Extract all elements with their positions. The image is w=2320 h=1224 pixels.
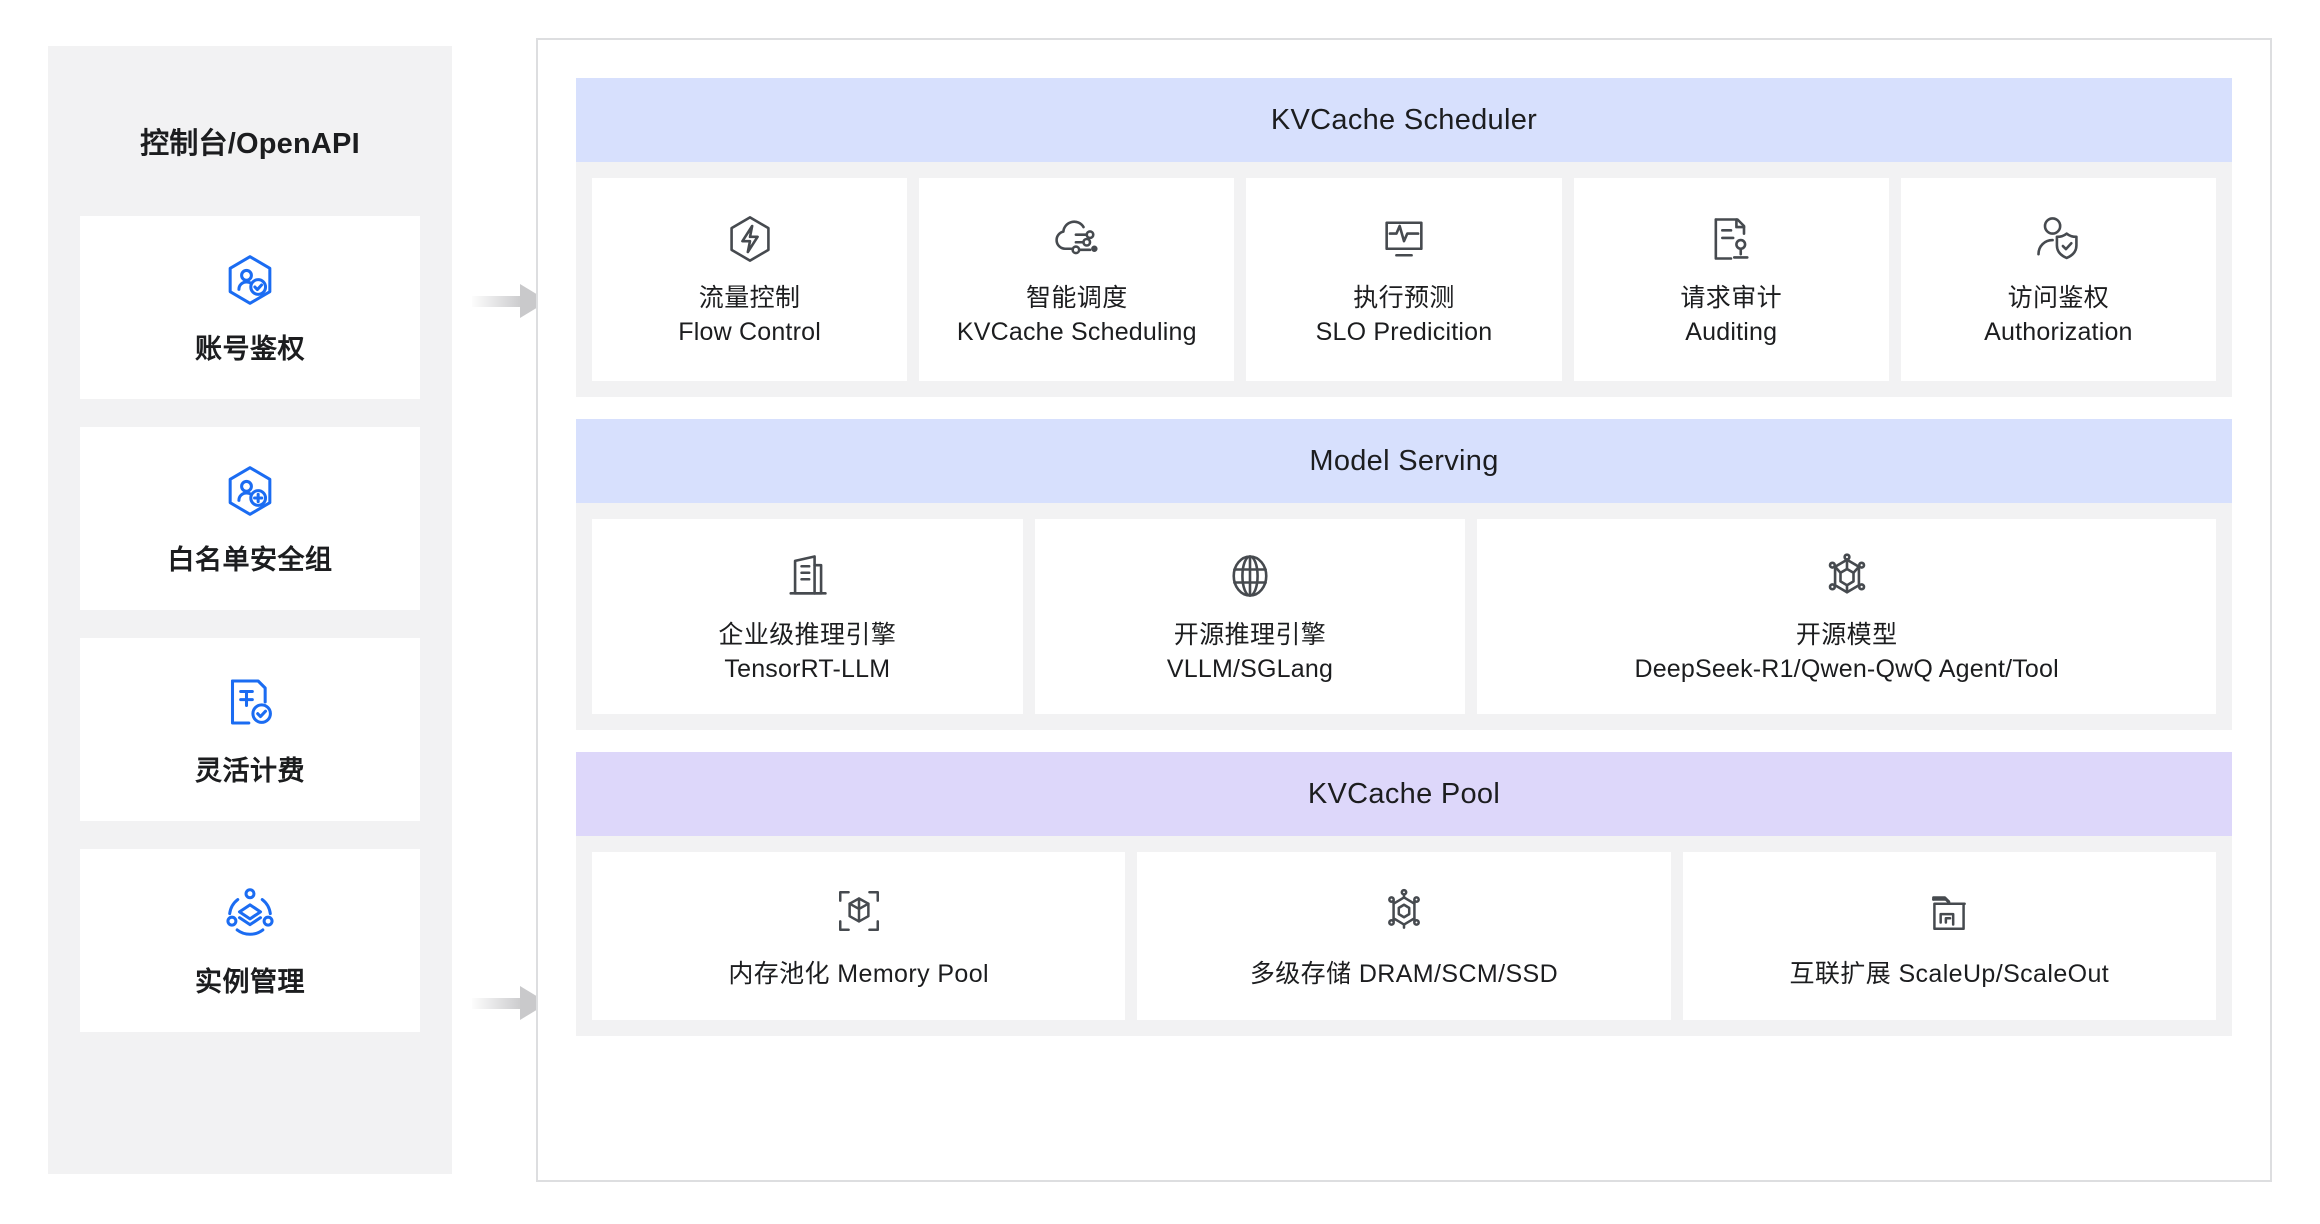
user-check-hexagon-icon <box>222 249 278 311</box>
building-icon <box>781 547 833 605</box>
console-sidebar: 控制台/OpenAPI 账号鉴权 <box>48 46 452 1174</box>
feature-card-enterprise-inference-engine[interactable]: 企业级推理引擎 TensorRT-LLM <box>592 519 1023 714</box>
feature-card-open-source-inference-engine[interactable]: 开源推理引擎 VLLM/SGLang <box>1034 519 1466 714</box>
feature-card-label-cn: 流量控制 <box>698 283 801 312</box>
monitor-pulse-icon <box>1378 210 1430 268</box>
feature-card-kvcache-scheduling[interactable]: 智能调度 KVCache Scheduling <box>919 178 1235 381</box>
feature-card-label-cn: 开源模型 <box>1795 620 1898 649</box>
globe-icon <box>1224 547 1276 605</box>
section-body-kvcache-pool: 内存池化 Memory Pool <box>576 836 2232 1036</box>
feature-card-flow-control[interactable]: 流量控制 Flow Control <box>592 178 908 381</box>
arrow-shaft <box>472 998 524 1009</box>
sidebar-card-instance-management[interactable]: 实例管理 <box>80 849 420 1032</box>
feature-card-label-en: Flow Control <box>678 317 821 346</box>
feature-card-authorization[interactable]: 访问鉴权 Authorization <box>1900 178 2217 381</box>
feature-card-label-cn: 请求审计 <box>1680 283 1783 312</box>
feature-card-label-cn: 执行预测 <box>1353 283 1455 312</box>
feature-card-label-en: Auditing <box>1685 317 1778 346</box>
feature-card-label-en: KVCache Scheduling <box>956 317 1197 346</box>
cloud-settings-icon <box>1051 210 1103 268</box>
feature-card-label-cn: 智能调度 <box>1026 283 1128 312</box>
feature-card-interconnect-scaling[interactable]: 互联扩展 ScaleUp/ScaleOut <box>1682 852 2216 1020</box>
cube-brackets-icon <box>834 882 884 940</box>
feature-card-label-en: VLLM/SGLang <box>1166 654 1334 683</box>
sidebar-card-whitelist-security-group[interactable]: 白名单安全组 <box>80 427 420 610</box>
feature-card-slo-prediction[interactable]: 执行预测 SLO Predicition <box>1246 178 1562 381</box>
feature-card-open-source-model[interactable]: 开源模型 DeepSeek-R1/Qwen-QwQ Agent/Tool <box>1477 519 2217 714</box>
feature-card-label-en: Authorization <box>1984 317 2133 346</box>
feature-card-label-en: TensorRT-LLM <box>724 654 891 683</box>
arrow-shaft <box>472 296 524 307</box>
document-stamp-icon <box>1705 210 1757 268</box>
section-title-model-serving: Model Serving <box>576 419 2232 503</box>
cube-network-icon <box>1379 882 1429 940</box>
user-add-hexagon-icon <box>222 460 278 522</box>
folder-link-icon <box>1924 882 1974 940</box>
feature-card-tiered-storage[interactable]: 多级存储 DRAM/SCM/SSD <box>1137 852 1671 1020</box>
user-shield-icon <box>2032 210 2084 268</box>
sidebar-card-label: 账号鉴权 <box>195 334 305 364</box>
hexagon-bolt-icon <box>724 210 776 268</box>
section-title-kvcache-scheduler: KVCache Scheduler <box>576 78 2232 162</box>
section-model-serving: Model Serving 企业级推理引擎 TensorRT-LLM <box>576 419 2232 730</box>
feature-card-memory-pool[interactable]: 内存池化 Memory Pool <box>592 852 1126 1020</box>
sidebar-card-account-auth[interactable]: 账号鉴权 <box>80 216 420 399</box>
sidebar-card-flexible-billing[interactable]: 灵活计费 <box>80 638 420 821</box>
feature-card-label-cn: 访问鉴权 <box>2007 283 2110 312</box>
sidebar-title: 控制台/OpenAPI <box>140 128 360 160</box>
sidebar-card-label: 白名单安全组 <box>167 545 333 575</box>
feature-card-label: 多级存储 DRAM/SCM/SSD <box>1249 960 1559 988</box>
cube-node-icon <box>1821 547 1873 605</box>
section-body-kvcache-scheduler: 流量控制 Flow Control 智能调度 <box>576 162 2232 397</box>
feature-card-label: 互联扩展 ScaleUp/ScaleOut <box>1789 960 2110 988</box>
section-body-model-serving: 企业级推理引擎 TensorRT-LLM 开源推理引擎 VLLM/SGLang <box>576 503 2232 730</box>
feature-card-label-cn: 开源推理引擎 <box>1173 620 1327 649</box>
section-title-kvcache-pool: KVCache Pool <box>576 752 2232 836</box>
feature-card-label: 内存池化 Memory Pool <box>728 960 989 988</box>
instance-cluster-icon <box>222 882 278 944</box>
feature-card-auditing[interactable]: 请求审计 Auditing <box>1573 178 1889 381</box>
billing-document-icon <box>222 671 278 733</box>
sidebar-card-label: 实例管理 <box>195 967 305 997</box>
section-kvcache-scheduler: KVCache Scheduler 流量控制 Flow Control <box>576 78 2232 397</box>
feature-card-label-en: DeepSeek-R1/Qwen-QwQ Agent/Tool <box>1634 654 2059 683</box>
feature-card-label-en: SLO Predicition <box>1315 317 1493 346</box>
sidebar-card-label: 灵活计费 <box>195 756 305 786</box>
section-kvcache-pool: KVCache Pool 内存池化 Memory Pool <box>576 752 2232 1036</box>
feature-card-label-cn: 企业级推理引擎 <box>718 620 897 649</box>
platform-stack-panel: KVCache Scheduler 流量控制 Flow Control <box>536 38 2272 1182</box>
